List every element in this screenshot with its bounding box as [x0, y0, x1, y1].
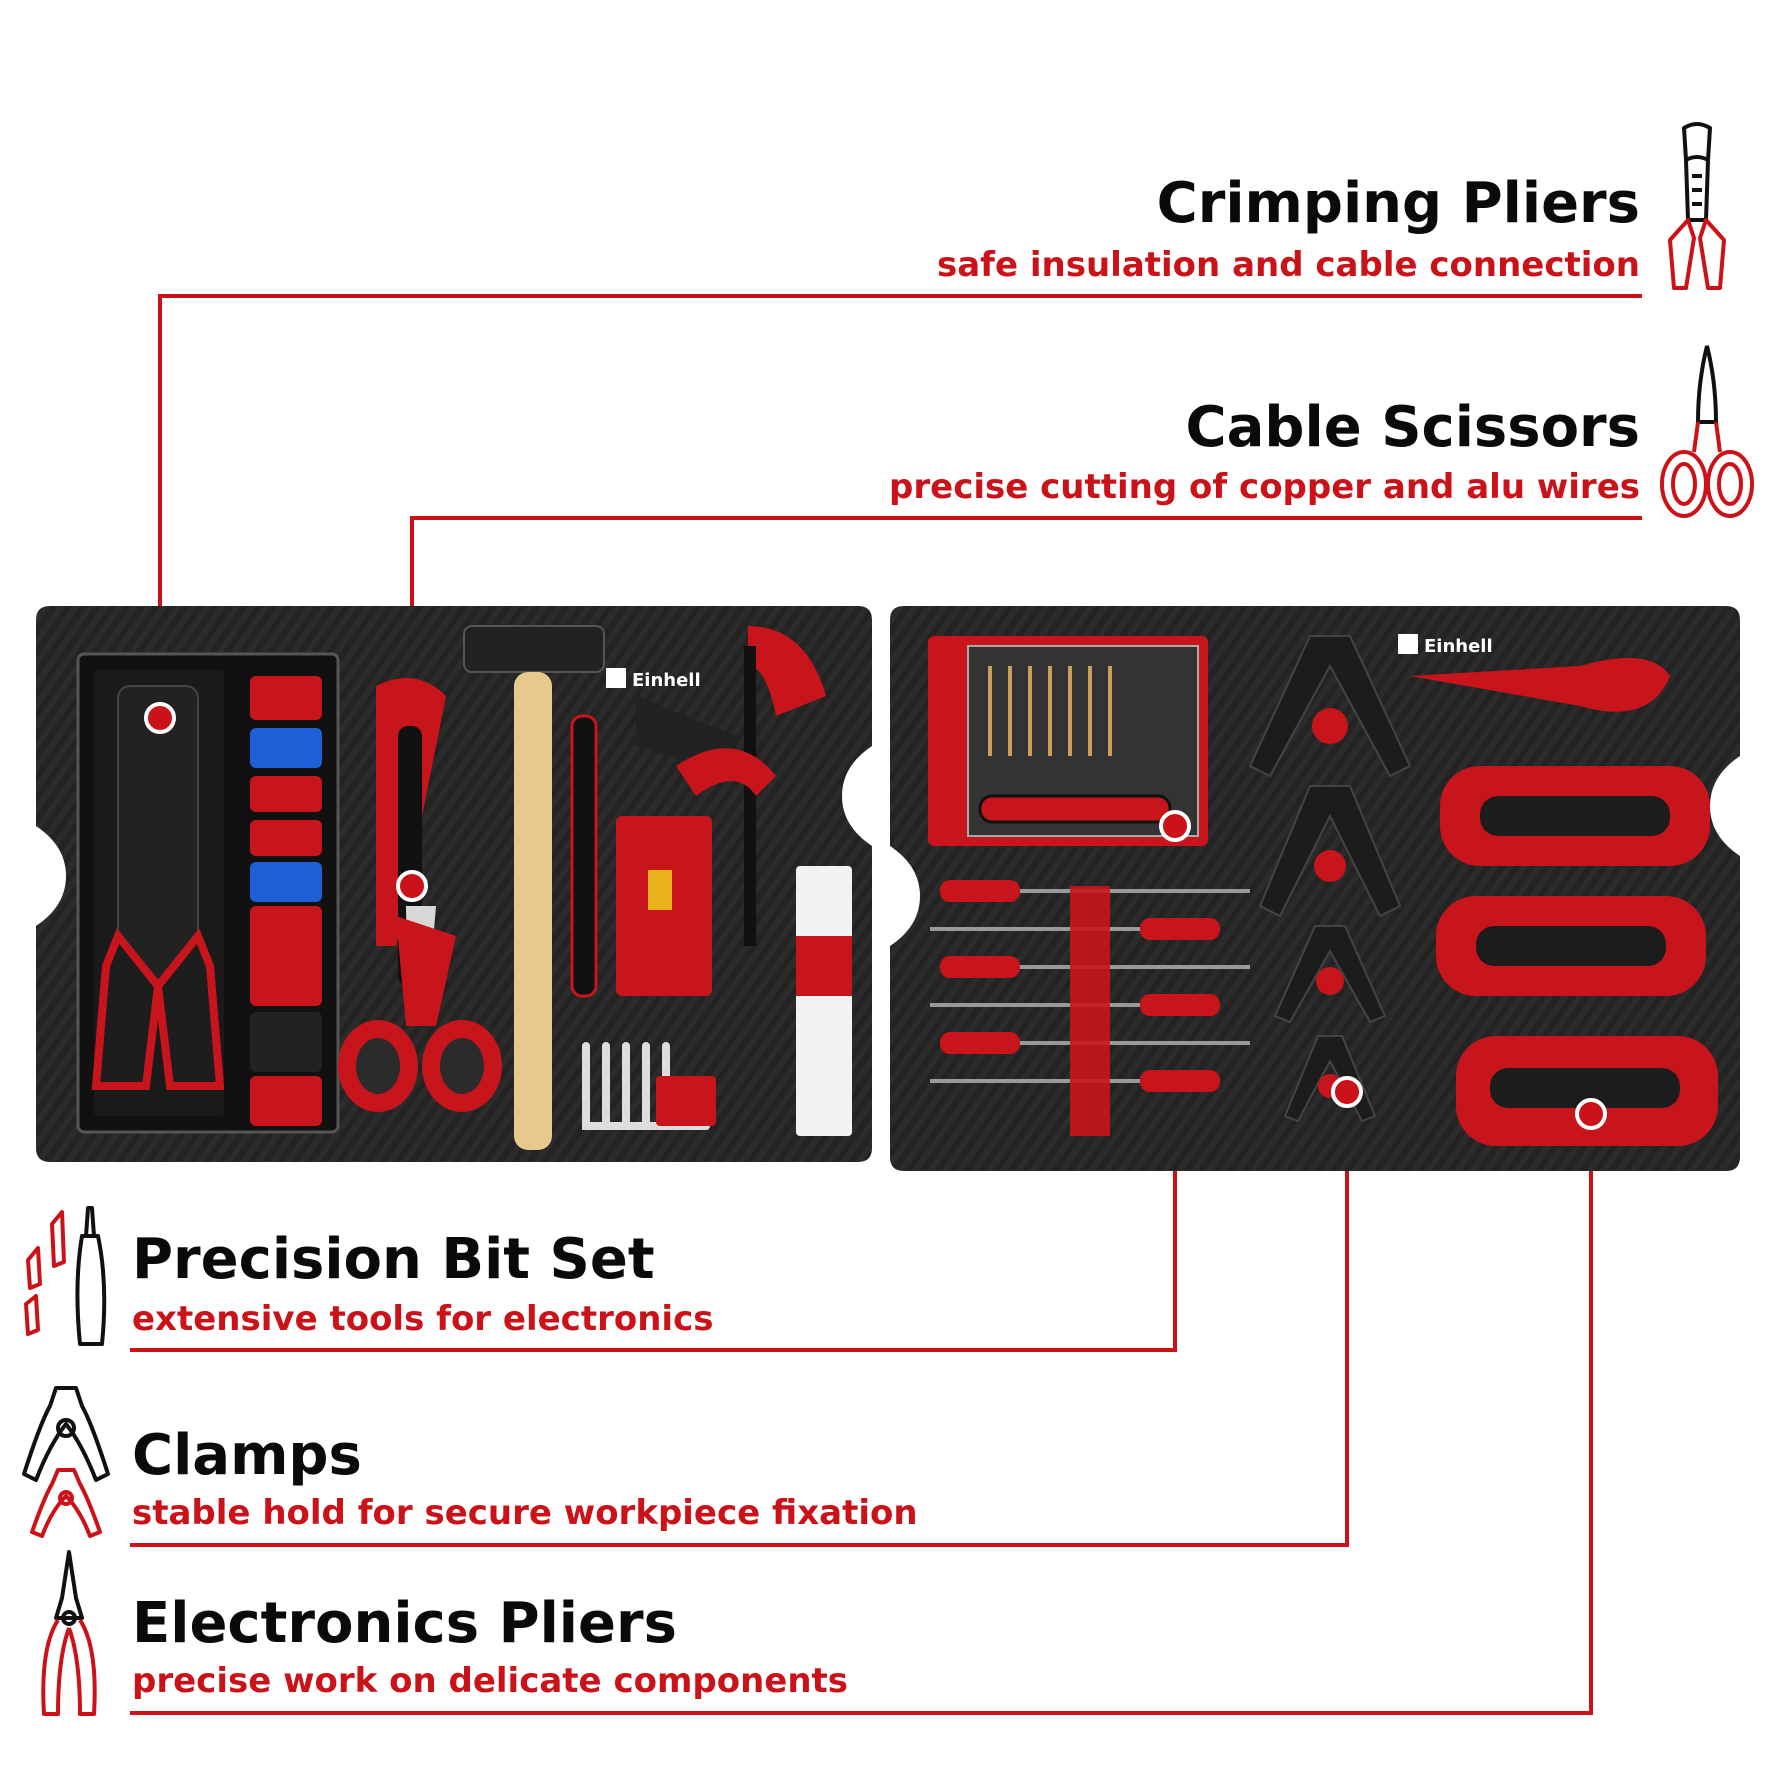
marker-tool	[570, 714, 598, 998]
left-tool-tray: Einhell	[36, 606, 872, 1162]
clamp-icon	[22, 1386, 110, 1538]
electronics-pliers-set	[1410, 658, 1718, 1146]
bar-clamp-tool	[636, 626, 826, 946]
leader-clamps	[130, 1092, 1349, 1547]
einhell-logo-right: Einhell	[1398, 634, 1493, 657]
crimping-pliers-icon	[1668, 122, 1726, 290]
crimping-pliers-tool	[91, 685, 225, 1090]
crimping-pliers-title: Crimping Pliers	[1156, 171, 1640, 236]
crimping-pliers-subtitle: safe insulation and cable connection	[937, 245, 1640, 285]
electronics-pliers-subtitle: precise work on delicate components	[132, 1661, 849, 1701]
folding-ruler-tool	[796, 866, 852, 1136]
pliers-callout-dot	[1575, 1098, 1607, 1130]
cable-terminals	[250, 676, 322, 1126]
svg-text:Einhell: Einhell	[1424, 636, 1493, 657]
precision-bit-set-subtitle: extensive tools for electronics	[132, 1299, 714, 1339]
electronics-pliers-title: Electronics Pliers	[132, 1591, 677, 1656]
einhell-logo-left: Einhell	[606, 668, 701, 691]
hammer-tool	[463, 625, 605, 1150]
spirit-level-tool	[616, 816, 712, 996]
right-tool-tray: Einhell	[890, 606, 1740, 1171]
crimping-callout-dot	[144, 702, 176, 734]
scissors-callout-dot	[396, 870, 428, 902]
bitset-callout-dot	[1159, 810, 1191, 842]
cable-scissors-subtitle: precise cutting of copper and alu wires	[889, 467, 1640, 507]
clamps-title: Clamps	[132, 1423, 362, 1488]
precision-bit-set-title: Precision Bit Set	[132, 1227, 655, 1292]
screwdriver-set	[930, 880, 1250, 1136]
cable-scissors-tool	[338, 906, 502, 1112]
clamps-subtitle: stable hold for secure workpiece fixatio…	[132, 1493, 918, 1533]
svg-text:Einhell: Einhell	[632, 670, 701, 691]
leader-pliers	[130, 1114, 1593, 1715]
screwdriver-bits-icon	[24, 1206, 107, 1346]
leader-crimping	[158, 294, 1642, 718]
scissors-icon	[1660, 345, 1754, 518]
clamps-callout-dot	[1331, 1076, 1363, 1108]
precision-bit-set-case	[928, 636, 1208, 846]
pliers-icon	[41, 1550, 97, 1716]
cable-scissors-title: Cable Scissors	[1185, 395, 1640, 460]
